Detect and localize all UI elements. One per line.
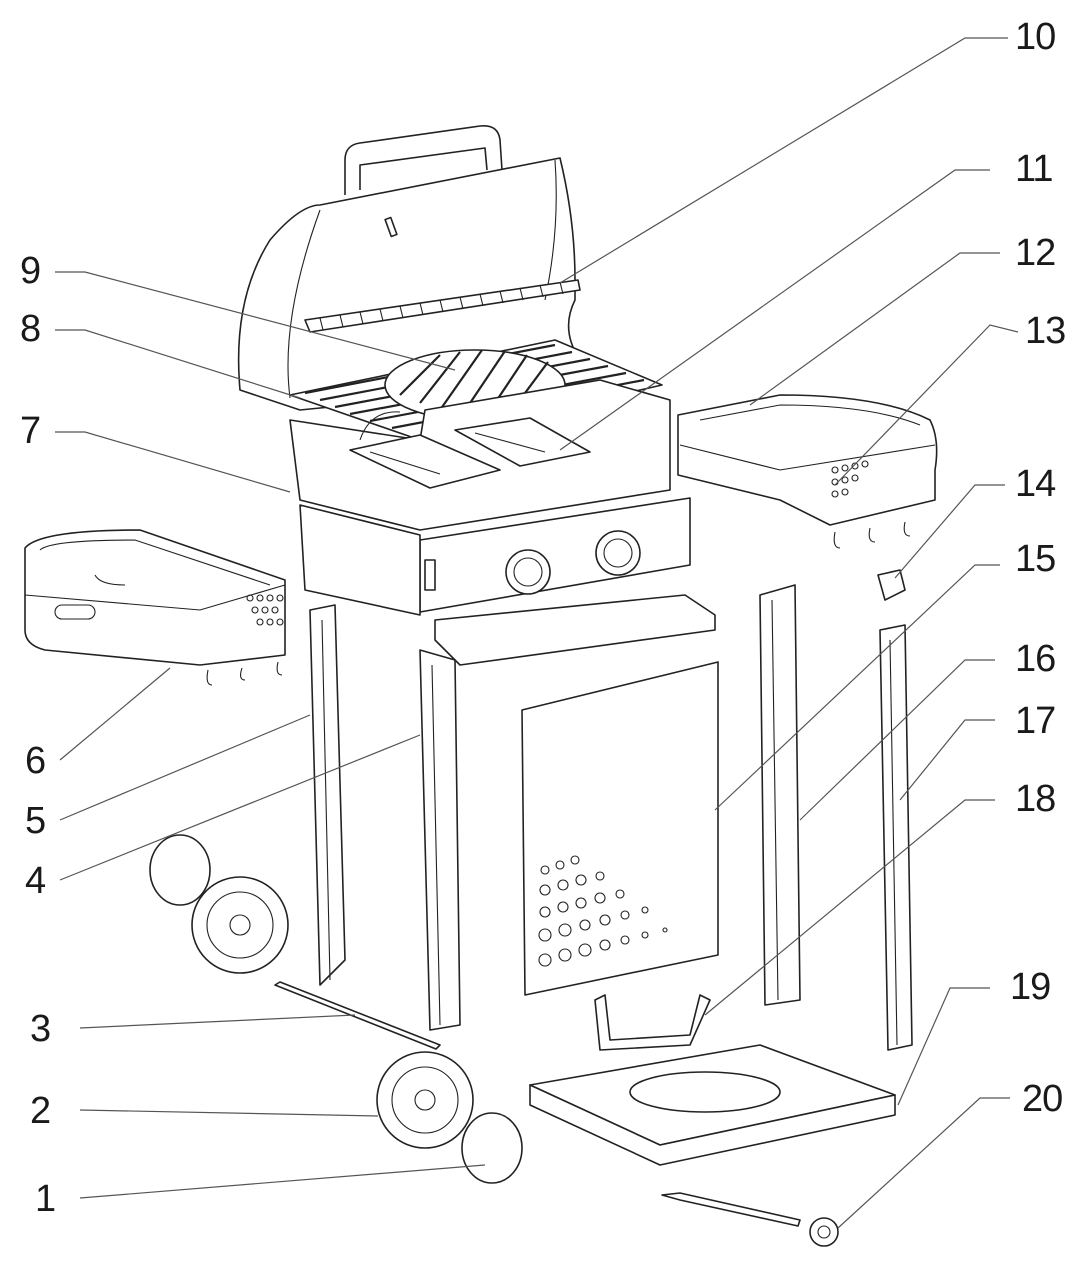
callout-19: 19 — [1010, 966, 1051, 1008]
wheels — [149, 834, 523, 1184]
callout-6: 6 — [25, 740, 46, 782]
regulator-hose — [661, 1192, 839, 1247]
door-vent-holes — [538, 855, 668, 967]
callout-3: 3 — [30, 1008, 51, 1050]
bottom-shelf — [434, 594, 716, 666]
callout-5: 5 — [25, 800, 46, 842]
callout-15: 15 — [1015, 538, 1056, 580]
callout-10: 10 — [1015, 16, 1056, 58]
warming-rack — [304, 279, 581, 333]
thermometer-icon — [384, 216, 398, 238]
callout-9: 9 — [20, 250, 41, 292]
tank-holder — [594, 994, 711, 1051]
left-side-shelf — [24, 529, 286, 686]
callout-12: 12 — [1015, 232, 1056, 274]
callout-11: 11 — [1015, 148, 1053, 190]
base-plate — [529, 1044, 896, 1166]
callout-2: 2 — [30, 1090, 51, 1132]
callout-1: 1 — [35, 1178, 56, 1220]
legs — [309, 584, 913, 1051]
callout-8: 8 — [20, 308, 41, 350]
callout-7: 7 — [20, 410, 41, 452]
cooking-grid — [289, 339, 663, 441]
hubcap — [461, 1112, 523, 1184]
lid — [237, 124, 601, 411]
callout-16: 16 — [1015, 638, 1056, 680]
right-side-shelf — [677, 394, 938, 549]
callout-4: 4 — [25, 860, 46, 902]
firebox — [289, 379, 691, 616]
bracket — [877, 569, 906, 601]
cabinet-door — [521, 661, 719, 996]
callout-13: 13 — [1025, 310, 1066, 352]
axle — [274, 981, 441, 1050]
control-knob-right — [595, 530, 641, 576]
leader-lines — [55, 37, 1019, 1229]
control-knob-left — [505, 549, 551, 595]
callout-14: 14 — [1015, 463, 1056, 505]
callout-17: 17 — [1015, 700, 1056, 742]
callout-18: 18 — [1015, 778, 1056, 820]
callout-20: 20 — [1022, 1078, 1063, 1120]
hubcap — [149, 834, 211, 906]
